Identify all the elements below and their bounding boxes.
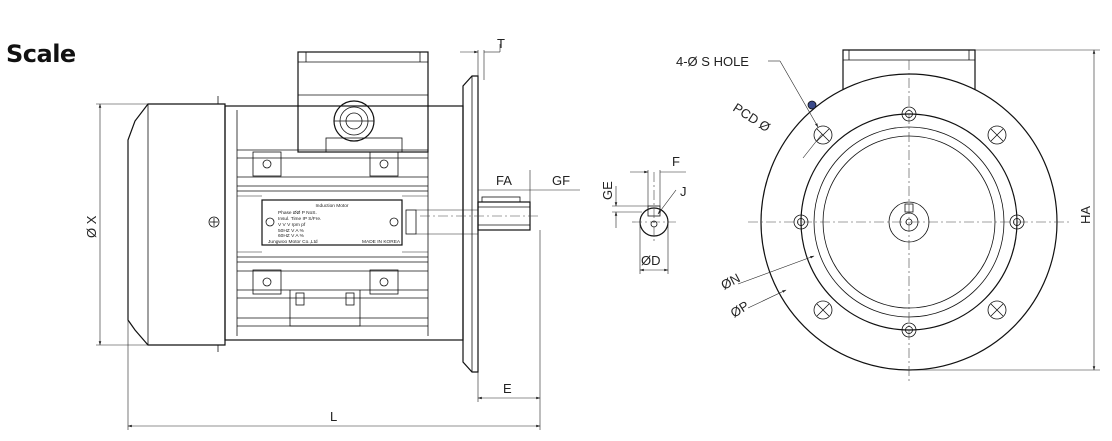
cooling-fins [237, 149, 428, 327]
dim-pcd-label: PCD Ø [730, 100, 773, 135]
side-dimensions: T FA GF E L Ø X [84, 36, 580, 430]
dim-x-label: Ø X [84, 215, 99, 238]
shaft-end-view: F GE J ØD [600, 154, 687, 274]
dim-l-label: L [330, 409, 337, 424]
dim-j-label: J [680, 184, 687, 199]
page-title: Scale [6, 40, 76, 68]
svg-text:Insul. Time IP: Insul. Time IP S/Fre. [278, 216, 321, 222]
dim-ge-label: GE [600, 181, 615, 200]
nameplate: Induction Motor Phase ØØ P NoS. Insul. T… [261, 199, 403, 246]
flange-holes [813, 125, 1007, 320]
svg-text:50HZ V A: 50HZ V A % [278, 228, 305, 234]
svg-text:Phase ØØ P NoS.: Phase ØØ P NoS. [278, 210, 317, 216]
dim-gf-label: GF [552, 173, 570, 188]
front-view [748, 49, 1072, 384]
dim-fa-label: FA [496, 173, 512, 188]
dim-d-label: ØD [641, 253, 661, 268]
svg-text:60HZ V A: 60HZ V A % [278, 233, 305, 239]
dim-e-label: E [503, 381, 512, 396]
svg-text:V V V rpm: V V V rpm pf [278, 222, 306, 228]
motor-housing [224, 105, 464, 341]
cable-gland [333, 100, 375, 142]
fan-cover [127, 103, 226, 346]
dim-ha-label: HA [1078, 206, 1093, 224]
flange [462, 75, 479, 373]
svg-text:Jungwoo Motor Co.,Ltd: Jungwoo Motor Co.,Ltd [268, 239, 318, 245]
svg-text:Induction Motor: Induction Motor [315, 203, 348, 209]
screw-icon [208, 216, 220, 228]
svg-text:MADE IN KOREA: MADE IN KOREA [362, 239, 401, 245]
dim-p-label: ØP [728, 298, 752, 321]
terminal-box [297, 51, 429, 153]
dim-n-label: ØN [718, 270, 742, 292]
dim-hole-label: 4-Ø S HOLE [676, 54, 749, 69]
body-bolts [793, 106, 1025, 338]
front-dimensions: 4-Ø S HOLE PCD Ø ØN ØP HA [676, 49, 1100, 371]
shaft [477, 201, 531, 231]
dim-f-label: F [672, 154, 680, 169]
dim-t-label: T [497, 36, 505, 51]
side-view: Induction Motor Phase ØØ P NoS. Insul. T… [127, 51, 540, 373]
